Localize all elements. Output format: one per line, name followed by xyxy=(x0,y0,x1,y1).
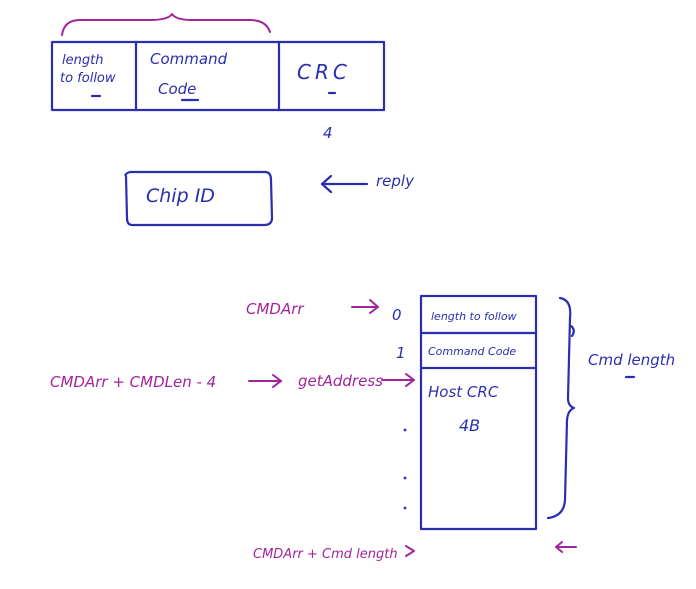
memory-row-command: Command Code xyxy=(428,345,516,358)
memory-row-length: length to follow xyxy=(431,310,517,323)
memory-index-0: 0 xyxy=(392,306,402,324)
packet-brace xyxy=(61,13,271,36)
pointer-cmdarr-arrow-head xyxy=(369,299,379,314)
memory-brace-tick xyxy=(569,324,575,338)
pointer-get-address-arrow-head xyxy=(405,373,415,387)
packet-frame xyxy=(50,40,386,112)
packet-field-command-line1: Command xyxy=(150,50,228,68)
reply-arrow-head xyxy=(320,174,333,194)
packet-crc-size: 4 xyxy=(323,124,333,142)
pointer-cmdarr-cmdlength-arrow-head xyxy=(405,545,415,557)
pointer-cmdarr-len-arrow-head xyxy=(272,374,282,388)
memory-dot-3 xyxy=(403,506,407,510)
memory-brace-label: Cmd length xyxy=(588,351,675,369)
memory-row-hostcrc: Host CRC xyxy=(428,383,499,401)
packet-field-length-line1: length xyxy=(62,53,103,68)
memory-brace xyxy=(546,296,576,520)
packet-field-command-line2: Code xyxy=(158,80,196,98)
packet-field-crc: CRC xyxy=(297,60,351,84)
memory-index-1: 1 xyxy=(396,344,406,362)
memory-dot-2 xyxy=(403,476,407,480)
pointer-cmdarr-len-label: CMDArr + CMDLen - 4 xyxy=(50,373,216,391)
reply-box-label: Chip ID xyxy=(146,185,215,207)
memory-block xyxy=(419,294,538,531)
pointer-get-address-label: getAddress xyxy=(298,372,383,390)
return-arrow-head xyxy=(555,541,563,553)
pointer-cmdarr-cmdlength-label: CMDArr + Cmd length xyxy=(253,547,398,562)
packet-field-length-line2: to follow xyxy=(60,71,116,86)
memory-dot-1 xyxy=(403,428,407,432)
reply-box xyxy=(124,170,274,227)
reply-arrow-label: reply xyxy=(376,172,415,190)
memory-row-size: 4B xyxy=(459,416,480,435)
pointer-cmdarr-label: CMDArr xyxy=(246,300,304,318)
